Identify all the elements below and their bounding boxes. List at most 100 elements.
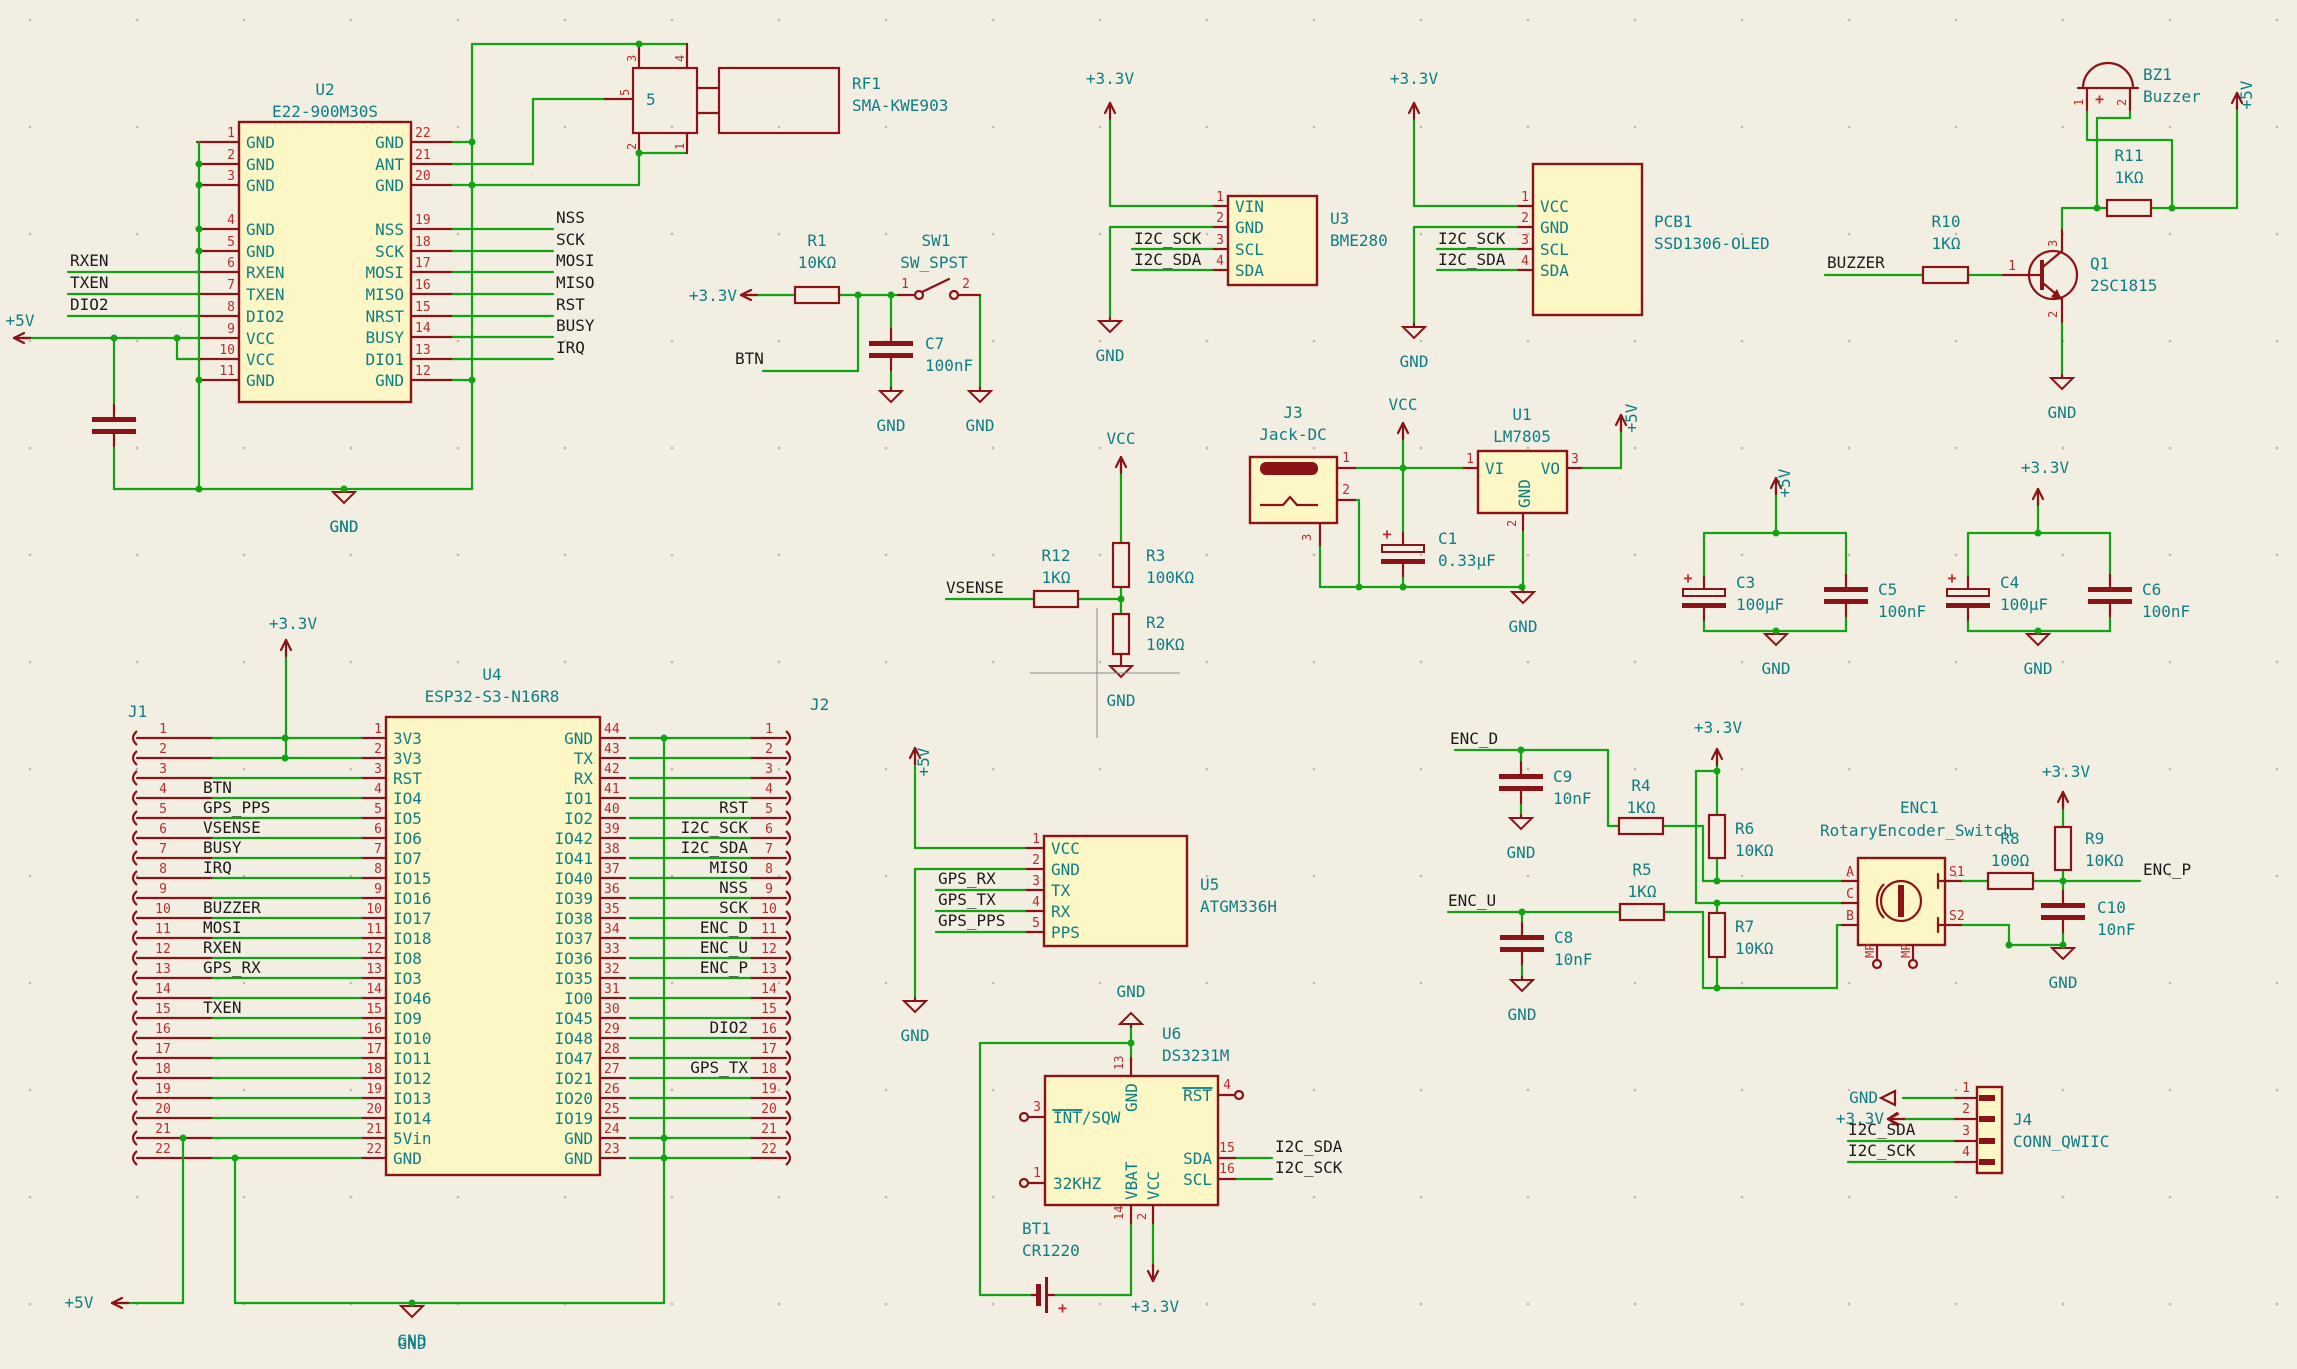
pin-name: GND <box>246 176 275 195</box>
designator-or-value: GND <box>398 1334 427 1353</box>
junction-dot <box>2168 204 2176 212</box>
pin-number: 1 <box>1216 190 1224 205</box>
pin-number: 20 <box>155 1102 171 1117</box>
pin-chevron <box>131 990 138 1006</box>
net-label: TXEN <box>70 273 109 292</box>
pin-number: 22 <box>761 1142 777 1157</box>
designator-or-value: 5 <box>646 90 656 109</box>
net-label: MOSI <box>556 251 595 270</box>
component-PCB1-body[interactable] <box>1531 162 1644 317</box>
capacitor[interactable] <box>92 403 136 448</box>
pin-name: IO2 <box>564 809 593 828</box>
pin-chevron <box>131 750 138 766</box>
junction-dot <box>195 225 203 233</box>
component-U3-body[interactable] <box>1226 194 1319 287</box>
symbol-bar <box>1045 1277 1048 1313</box>
power-arrow-left <box>1886 1112 1906 1126</box>
symbol-circle <box>1018 1111 1030 1123</box>
polarized-capacitor[interactable]: + <box>1682 569 1726 622</box>
pin-number: 5 <box>618 89 632 96</box>
symbol-outline <box>1111 541 1131 589</box>
pin-chevron <box>785 950 792 966</box>
junction-dot <box>195 160 203 168</box>
pin-name: SCL <box>1235 240 1264 259</box>
symbol-circle <box>1233 1089 1245 1101</box>
symbol-circle <box>1018 1177 1030 1189</box>
pin-number: 17 <box>761 1042 777 1057</box>
designator-or-value: RotaryEncoder_Switch <box>1820 821 2013 840</box>
gnd-label: GND <box>877 416 906 435</box>
pin-number: S2 <box>1949 909 1965 924</box>
designator-or-value: VBAT <box>1122 1161 1141 1200</box>
gnd-label: GND <box>1117 982 1146 1001</box>
pin-name: GND <box>246 220 275 239</box>
pin-name: RST <box>393 769 422 788</box>
designator-or-value: R12 <box>1042 546 1071 565</box>
capacitor[interactable] <box>1500 921 1544 966</box>
power-arrow-up <box>2031 487 2045 507</box>
pin-name: IO39 <box>554 889 593 908</box>
symbol-circle <box>913 289 925 301</box>
pin-number: 19 <box>415 213 431 228</box>
capacitor[interactable] <box>869 327 913 372</box>
pin-number: 2 <box>1521 211 1529 226</box>
capacitor[interactable] <box>1499 760 1543 805</box>
reference-U3: U3 <box>1330 209 1349 228</box>
capacitor[interactable] <box>1824 573 1868 618</box>
junction-dot <box>2034 627 2042 635</box>
polarized-capacitor[interactable]: + <box>1946 569 1990 622</box>
pin-number: 2 <box>227 148 235 163</box>
symbol-graphics: + + + <box>12 42 2244 1319</box>
pin-number: 3 <box>1032 874 1040 889</box>
pin-number: 3 <box>1571 452 1579 467</box>
pin-number: 21 <box>415 148 431 163</box>
symbol-outline <box>2105 198 2153 218</box>
pin-number: 3 <box>1962 1124 1970 1139</box>
component-U4-body[interactable] <box>384 715 602 1177</box>
symbol-outline <box>2053 825 2073 872</box>
designator-or-value: 1KΩ <box>1628 882 1657 901</box>
junction-dot <box>1713 877 1721 885</box>
net-label: IRQ <box>556 338 585 357</box>
junction-dot <box>340 485 348 493</box>
junction-dot <box>281 734 289 742</box>
symbol-bar <box>1979 1138 1995 1144</box>
pin-number: 1 <box>374 722 382 737</box>
pin-number: 20 <box>415 169 431 184</box>
net-label: I2C_SDA <box>1848 1120 1916 1139</box>
pin-chevron <box>785 1090 792 1106</box>
pin-number: 19 <box>366 1082 382 1097</box>
designator-or-value: 100nF <box>925 356 973 375</box>
pin-number: 3 <box>227 169 235 184</box>
designator-or-value: 1KΩ <box>2115 168 2144 187</box>
pin-name: GND <box>1235 218 1264 237</box>
capacitor[interactable] <box>2088 573 2132 618</box>
designator-or-value: 100nF <box>1878 602 1926 621</box>
polarized-capacitor[interactable]: + <box>1381 525 1425 578</box>
designator-or-value: VCC <box>1144 1171 1163 1200</box>
pin-number: 44 <box>604 722 620 737</box>
gnd-symbol <box>1508 975 1536 993</box>
symbol-bar <box>1036 1284 1041 1306</box>
component-U2-body[interactable] <box>237 120 413 404</box>
capacitor[interactable] <box>2041 889 2085 934</box>
component-J4-body[interactable] <box>1975 1085 2004 1175</box>
junction-dot <box>173 334 181 342</box>
pin-name: RX <box>574 769 594 788</box>
designator-or-value: 10KΩ <box>1735 939 1774 958</box>
net-label: GPS_TX <box>938 890 996 909</box>
pin-number: 12 <box>366 942 382 957</box>
net-label: VSENSE <box>946 578 1004 597</box>
net-label: BUSY <box>203 838 242 857</box>
pin-name: GND <box>564 1149 593 1168</box>
junction-dot <box>2059 877 2067 885</box>
